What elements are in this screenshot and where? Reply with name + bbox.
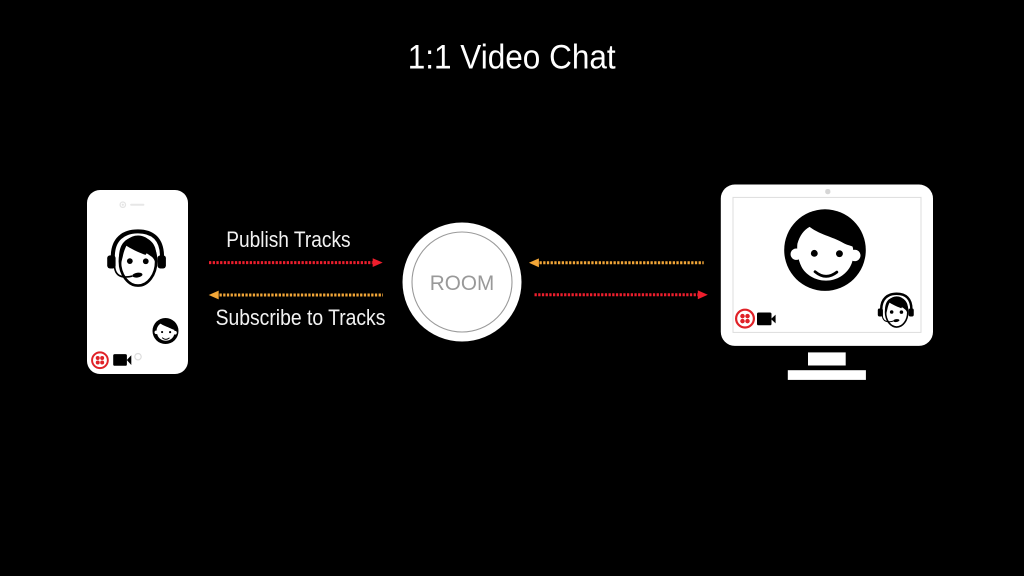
svg-text:Publish Tracks: Publish Tracks	[226, 227, 350, 252]
svg-text:Subscribe to Tracks: Subscribe to Tracks	[216, 305, 386, 330]
svg-text:ROOM: ROOM	[430, 271, 494, 295]
svg-text:1:1 Video Chat: 1:1 Video Chat	[408, 38, 616, 76]
